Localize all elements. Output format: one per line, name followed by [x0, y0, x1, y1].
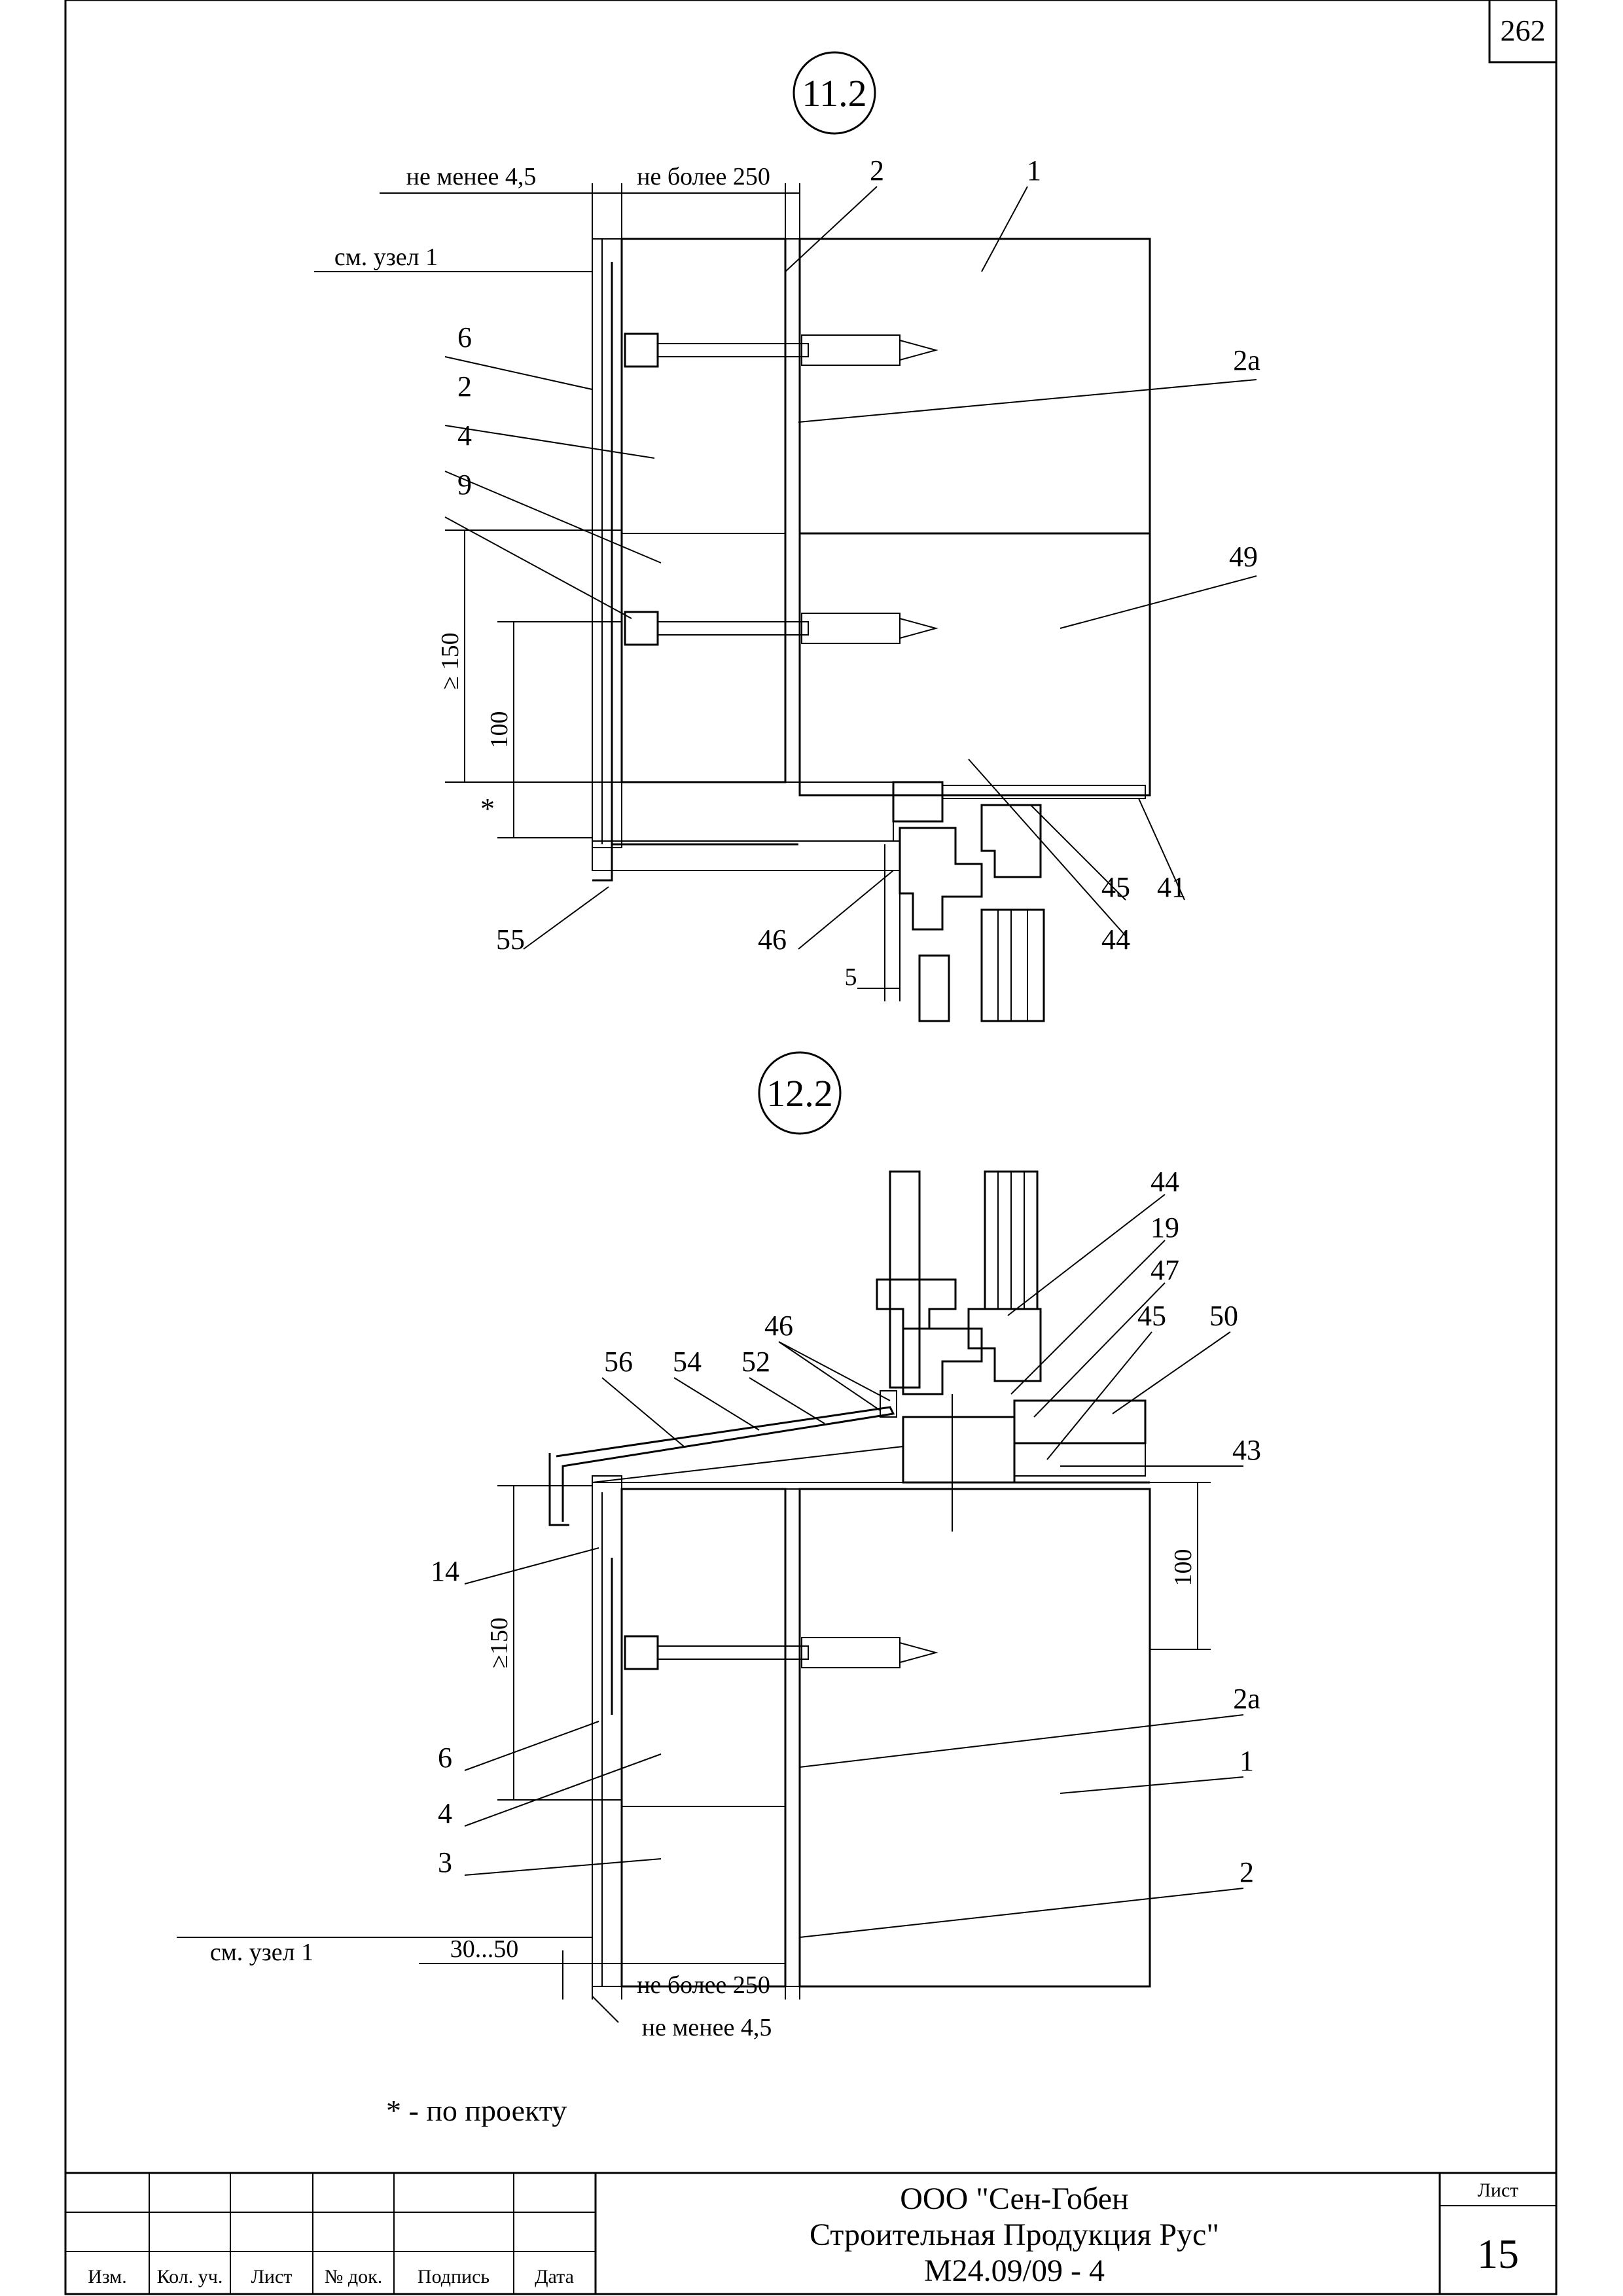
detail-12-2: 12.2: [177, 1051, 1261, 2041]
interior-sill: [1013, 1399, 1147, 1444]
footnote: * - по проекту: [386, 2094, 567, 2127]
adhesive-layer: [785, 238, 800, 783]
callout-55: 55: [496, 924, 525, 956]
render-layer: [592, 238, 622, 848]
detail-11-2-title: 11.2: [802, 72, 866, 115]
callout-46-b: 46: [764, 1310, 793, 1342]
anchor-top: [624, 332, 938, 368]
sheet-frame: 2 6 2: [64, 0, 1558, 2295]
callout-14: 14: [431, 1555, 459, 1587]
aerated-block: [798, 532, 1151, 797]
callout-44: 44: [1101, 924, 1130, 956]
render-layer-bottom: [592, 1475, 622, 1987]
col-list: Лист: [251, 2266, 293, 2287]
callout-46: 46: [758, 924, 787, 956]
col-izm: Изм.: [88, 2266, 127, 2287]
dim-min-thickness-b: не менее 4,5: [642, 2014, 772, 2041]
detail-12-2-title: 12.2: [766, 1072, 833, 1115]
insulation-layer: [620, 238, 787, 783]
detail-marker-11-2: [793, 51, 876, 135]
dim-h150: ≥ 150: [437, 632, 464, 689]
detail-marker-12-2: [758, 1051, 842, 1135]
page-number: 262: [1501, 14, 1546, 47]
callout-1-b: 1: [1240, 1745, 1254, 1777]
dim-h100-b: 100: [1169, 1549, 1197, 1587]
col-doc-no: № док.: [325, 2266, 382, 2287]
callout-6: 6: [457, 321, 472, 353]
leaders-11-2: [444, 186, 1257, 950]
dim-gap: 30...50: [450, 1935, 519, 1963]
callout-2-top: 2: [870, 154, 884, 187]
col-kol-uch: Кол. уч.: [157, 2266, 223, 2287]
sheet-number: 15: [1477, 2231, 1519, 2277]
adhesive-layer-bottom: [785, 1488, 800, 1987]
callout-6-b: 6: [438, 1742, 452, 1774]
dim-gap5: 5: [845, 963, 857, 991]
ref-note-b: см. узел 1: [210, 1939, 313, 1966]
callout-41: 41: [1157, 871, 1186, 903]
anchor-bottom: [624, 611, 938, 646]
callout-9: 9: [457, 469, 472, 501]
flashing: [556, 1406, 895, 1522]
col-date: Дата: [535, 2266, 574, 2287]
dim-star: *: [480, 793, 495, 825]
company-line-2: Строительная Продукция Рус": [810, 2217, 1219, 2252]
title-block: Изм. Кол. уч. Лист № док. Подпись Дата О…: [65, 2172, 1556, 2294]
callout-50: 50: [1209, 1300, 1238, 1332]
col-signature: Подпись: [418, 2266, 490, 2287]
callout-44-b: 44: [1150, 1166, 1179, 1198]
callout-43: 43: [1232, 1434, 1261, 1466]
dim-max-thickness: не более 250: [637, 163, 770, 190]
dim-h100: 100: [486, 711, 513, 749]
callout-2a-b: 2а: [1233, 1683, 1260, 1715]
detail-11-2: 11.2: [314, 51, 1260, 1022]
ref-note: см. узел 1: [334, 243, 438, 271]
callout-47: 47: [1150, 1254, 1179, 1286]
dim-min-thickness: не менее 4,5: [406, 163, 537, 190]
callout-52: 52: [741, 1346, 770, 1378]
callout-3: 3: [438, 1846, 452, 1878]
page-number-box: [1488, 0, 1558, 63]
reveal-insulation: [621, 781, 894, 842]
insulation-layer-bottom: [620, 1488, 787, 1988]
slope-sill: [592, 1445, 904, 1483]
callout-49: 49: [1229, 541, 1258, 573]
sill-block: [902, 1416, 1016, 1484]
concrete-wall-bottom: [798, 1488, 1151, 1988]
callout-4: 4: [457, 420, 472, 452]
callout-2-b: 2: [1240, 1856, 1254, 1888]
callout-45: 45: [1101, 871, 1130, 903]
callout-1: 1: [1027, 154, 1041, 187]
dims-12-2: [177, 1482, 1211, 2023]
document-code: М24.09/09 - 4: [924, 2253, 1105, 2288]
callout-2: 2: [457, 370, 472, 403]
window-frame-bottom: [876, 1170, 1042, 1395]
callout-45-b: 45: [1137, 1300, 1166, 1332]
sheet-label: Лист: [1478, 2179, 1519, 2201]
leaders-12-2: [464, 1194, 1244, 1938]
callout-4-b: 4: [438, 1797, 452, 1829]
dim-h150-b: ≥150: [486, 1617, 513, 1668]
concrete-wall: [798, 238, 1151, 535]
callout-19: 19: [1150, 1211, 1179, 1244]
reveal-render: [592, 840, 901, 871]
callout-54: 54: [673, 1346, 702, 1378]
dims-11-2: [314, 183, 901, 1001]
company-line-1: ООО "Сен-Гобен: [900, 2181, 1128, 2216]
window-frame-top: [892, 781, 1146, 1022]
drip-profile: [592, 812, 613, 882]
callout-2a: 2а: [1233, 344, 1260, 376]
dim-max-thickness-b: не более 250: [637, 1971, 770, 1999]
anchor-lower: [624, 1635, 938, 1670]
callout-56: 56: [604, 1346, 633, 1378]
